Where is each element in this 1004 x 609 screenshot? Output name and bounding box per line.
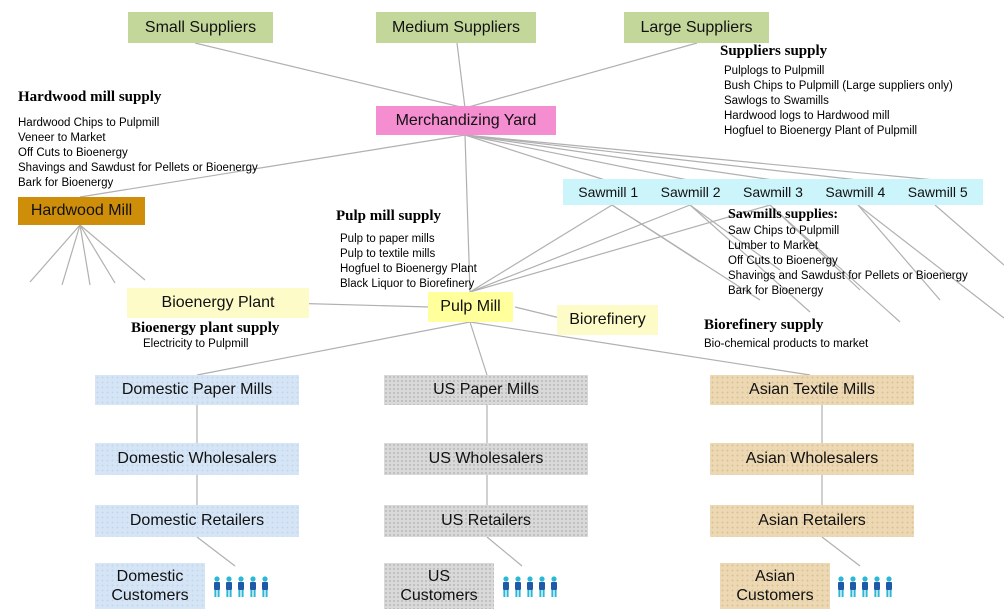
domestic-customers-line1: Domestic: [116, 567, 184, 585]
sawmills-supply-item: Lumber to Market: [728, 240, 819, 252]
node-medium-suppliers: Medium Suppliers: [376, 12, 536, 43]
node-large-suppliers: Large Suppliers: [624, 12, 769, 43]
node-domestic-retailers: Domestic Retailers: [95, 505, 299, 537]
node-sawmill-2: Sawmill 2: [660, 183, 721, 200]
pulp-supply-item: Pulp to paper mills: [340, 233, 435, 245]
pulp-supply-item: Hogfuel to Bioenergy Plant: [340, 263, 477, 275]
node-asian-textile-mills: Asian Textile Mills: [710, 375, 914, 405]
sawmills-supply-title: Sawmills supplies:: [728, 207, 839, 222]
suppliers-supply-item: Hogfuel to Bioenergy Plant of Pulpmill: [724, 125, 918, 137]
person-icon: [515, 576, 521, 597]
node-domestic-paper-mills: Domestic Paper Mills: [95, 375, 299, 405]
suppliers-supply-item: Bush Chips to Pulpmill (Large suppliers …: [724, 80, 953, 92]
node-domestic-wholesalers: Domestic Wholesalers: [95, 443, 299, 475]
person-icon: [886, 576, 892, 597]
node-asian-retailers: Asian Retailers: [710, 505, 914, 537]
pulp-supply-title: Pulp mill supply: [336, 208, 442, 224]
biorefinery-supply-item: Bio-chemical products to market: [704, 338, 869, 350]
hardwood-supply-item: Hardwood Chips to Pulpmill: [18, 117, 160, 129]
person-icon: [503, 576, 509, 597]
node-asian-customers: Asian Customers: [720, 563, 830, 609]
node-merchandizing-yard: Merchandizing Yard: [376, 106, 556, 135]
node-us-paper-mills: US Paper Mills: [384, 375, 588, 405]
node-asian-wholesalers: Asian Wholesalers: [710, 443, 914, 475]
person-icon: [551, 576, 557, 597]
node-sawmill-1: Sawmill 1: [578, 183, 639, 200]
bioenergy-supply-item: Electricity to Pulpmill: [143, 338, 249, 350]
suppliers-supply-item: Sawlogs to Swamills: [724, 95, 829, 107]
asian-customers-line2: Customers: [736, 587, 814, 604]
node-domestic-customers: Domestic Customers: [95, 563, 205, 609]
person-icon: [250, 576, 256, 597]
person-icon: [539, 576, 545, 597]
suppliers-supply-item: Pulplogs to Pulpmill: [724, 65, 825, 77]
node-sawmill-5: Sawmill 5: [907, 183, 968, 200]
person-icon: [226, 576, 232, 597]
domestic-customers-line2: Customers: [111, 587, 189, 604]
suppliers-supply-title: Suppliers supply: [720, 43, 828, 59]
person-icon: [838, 576, 844, 597]
bioenergy-supply-title: Bioenergy plant supply: [131, 320, 280, 336]
asian-customer-group: [837, 576, 893, 598]
node-bioenergy-plant: Bioenergy Plant: [127, 288, 309, 318]
domestic-customer-group: [213, 576, 269, 598]
pulp-supply-item: Pulp to textile mills: [340, 248, 436, 260]
person-icon: [262, 576, 268, 597]
hardwood-supply-item: Shavings and Sawdust for Pellets or Bioe…: [18, 162, 258, 174]
hardwood-supply-title: Hardwood mill supply: [18, 89, 162, 105]
sawmills-supply-item: Saw Chips to Pulpmill: [728, 225, 840, 237]
node-us-wholesalers: US Wholesalers: [384, 443, 588, 475]
person-icon: [850, 576, 856, 597]
pulp-supply-item: Black Liquor to Biorefinery: [340, 278, 475, 290]
hardwood-supply-item: Bark for Bioenergy: [18, 177, 114, 189]
biorefinery-supply-title: Biorefinery supply: [704, 317, 824, 333]
node-sawmills: Sawmill 1 Sawmill 2 Sawmill 3 Sawmill 4 …: [563, 179, 983, 205]
us-customer-group: [502, 576, 558, 598]
node-us-customers: US Customers: [384, 563, 494, 609]
us-customers-line2: Customers: [400, 587, 478, 604]
node-biorefinery: Biorefinery: [557, 305, 658, 335]
sawmills-supply-item: Off Cuts to Bioenergy: [728, 255, 838, 267]
hardwood-supply-item: Veneer to Market: [18, 132, 106, 144]
node-us-retailers: US Retailers: [384, 505, 588, 537]
person-icon: [527, 576, 533, 597]
asian-customers-line1: Asian: [754, 567, 796, 585]
node-sawmill-4: Sawmill 4: [825, 183, 886, 200]
hardwood-supply-item: Off Cuts to Bioenergy: [18, 147, 128, 159]
sawmills-supply-item: Bark for Bioenergy: [728, 285, 824, 297]
node-pulp-mill: Pulp Mill: [428, 292, 513, 322]
person-icon: [214, 576, 220, 597]
person-icon: [238, 576, 244, 597]
person-icon: [862, 576, 868, 597]
us-customers-line1: US: [427, 567, 451, 585]
suppliers-supply-item: Hardwood logs to Hardwood mill: [724, 110, 890, 122]
node-sawmill-3: Sawmill 3: [743, 183, 803, 200]
person-icon: [874, 576, 880, 597]
node-small-suppliers: Small Suppliers: [128, 12, 273, 43]
sawmills-supply-item: Shavings and Sawdust for Pellets or Bioe…: [728, 270, 968, 282]
node-hardwood-mill: Hardwood Mill: [18, 197, 145, 225]
